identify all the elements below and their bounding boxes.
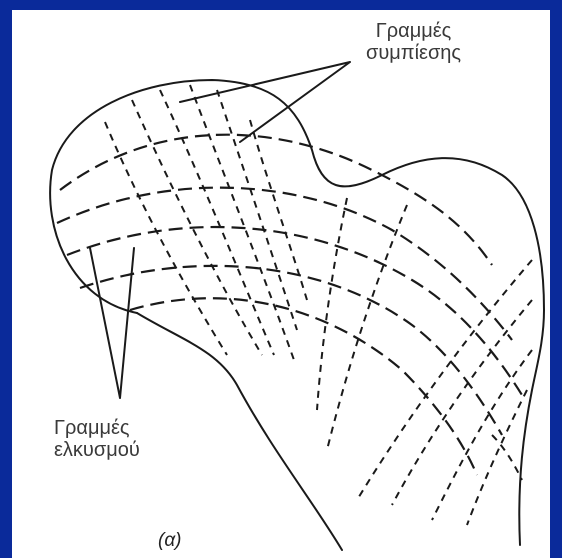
tension-line (67, 227, 522, 395)
compression-line (432, 350, 532, 520)
compression-line (317, 198, 347, 410)
compression-lines-label: Γραμμές συμπίεσης (366, 20, 461, 64)
diagram-panel: Γραμμές συμπίεσης Γραμμές ελκυσμού (α) (12, 10, 550, 558)
tension-label-line-1: Γραμμές (54, 417, 140, 439)
tension-pointer-lines (90, 248, 134, 398)
compression-label-line-1: Γραμμές (366, 20, 461, 42)
femur-trabecular-diagram (12, 10, 550, 558)
figure-caption: (α) (158, 530, 182, 552)
compression-pointer-lines (180, 62, 350, 142)
bone-outline-inner (137, 313, 342, 550)
compression-line (467, 390, 527, 525)
compression-line (357, 260, 532, 500)
compression-line (250, 120, 307, 300)
tension-lines-label: Γραμμές ελκυσμού (54, 417, 140, 461)
compression-line (217, 90, 297, 330)
compression-label-line-2: συμπίεσης (366, 42, 461, 64)
compression-line (392, 300, 532, 505)
compression-line (105, 122, 227, 355)
tension-label-line-2: ελκυσμού (54, 439, 140, 461)
tension-line (57, 188, 512, 340)
compression-line (492, 435, 522, 480)
compression-lines (105, 85, 532, 525)
